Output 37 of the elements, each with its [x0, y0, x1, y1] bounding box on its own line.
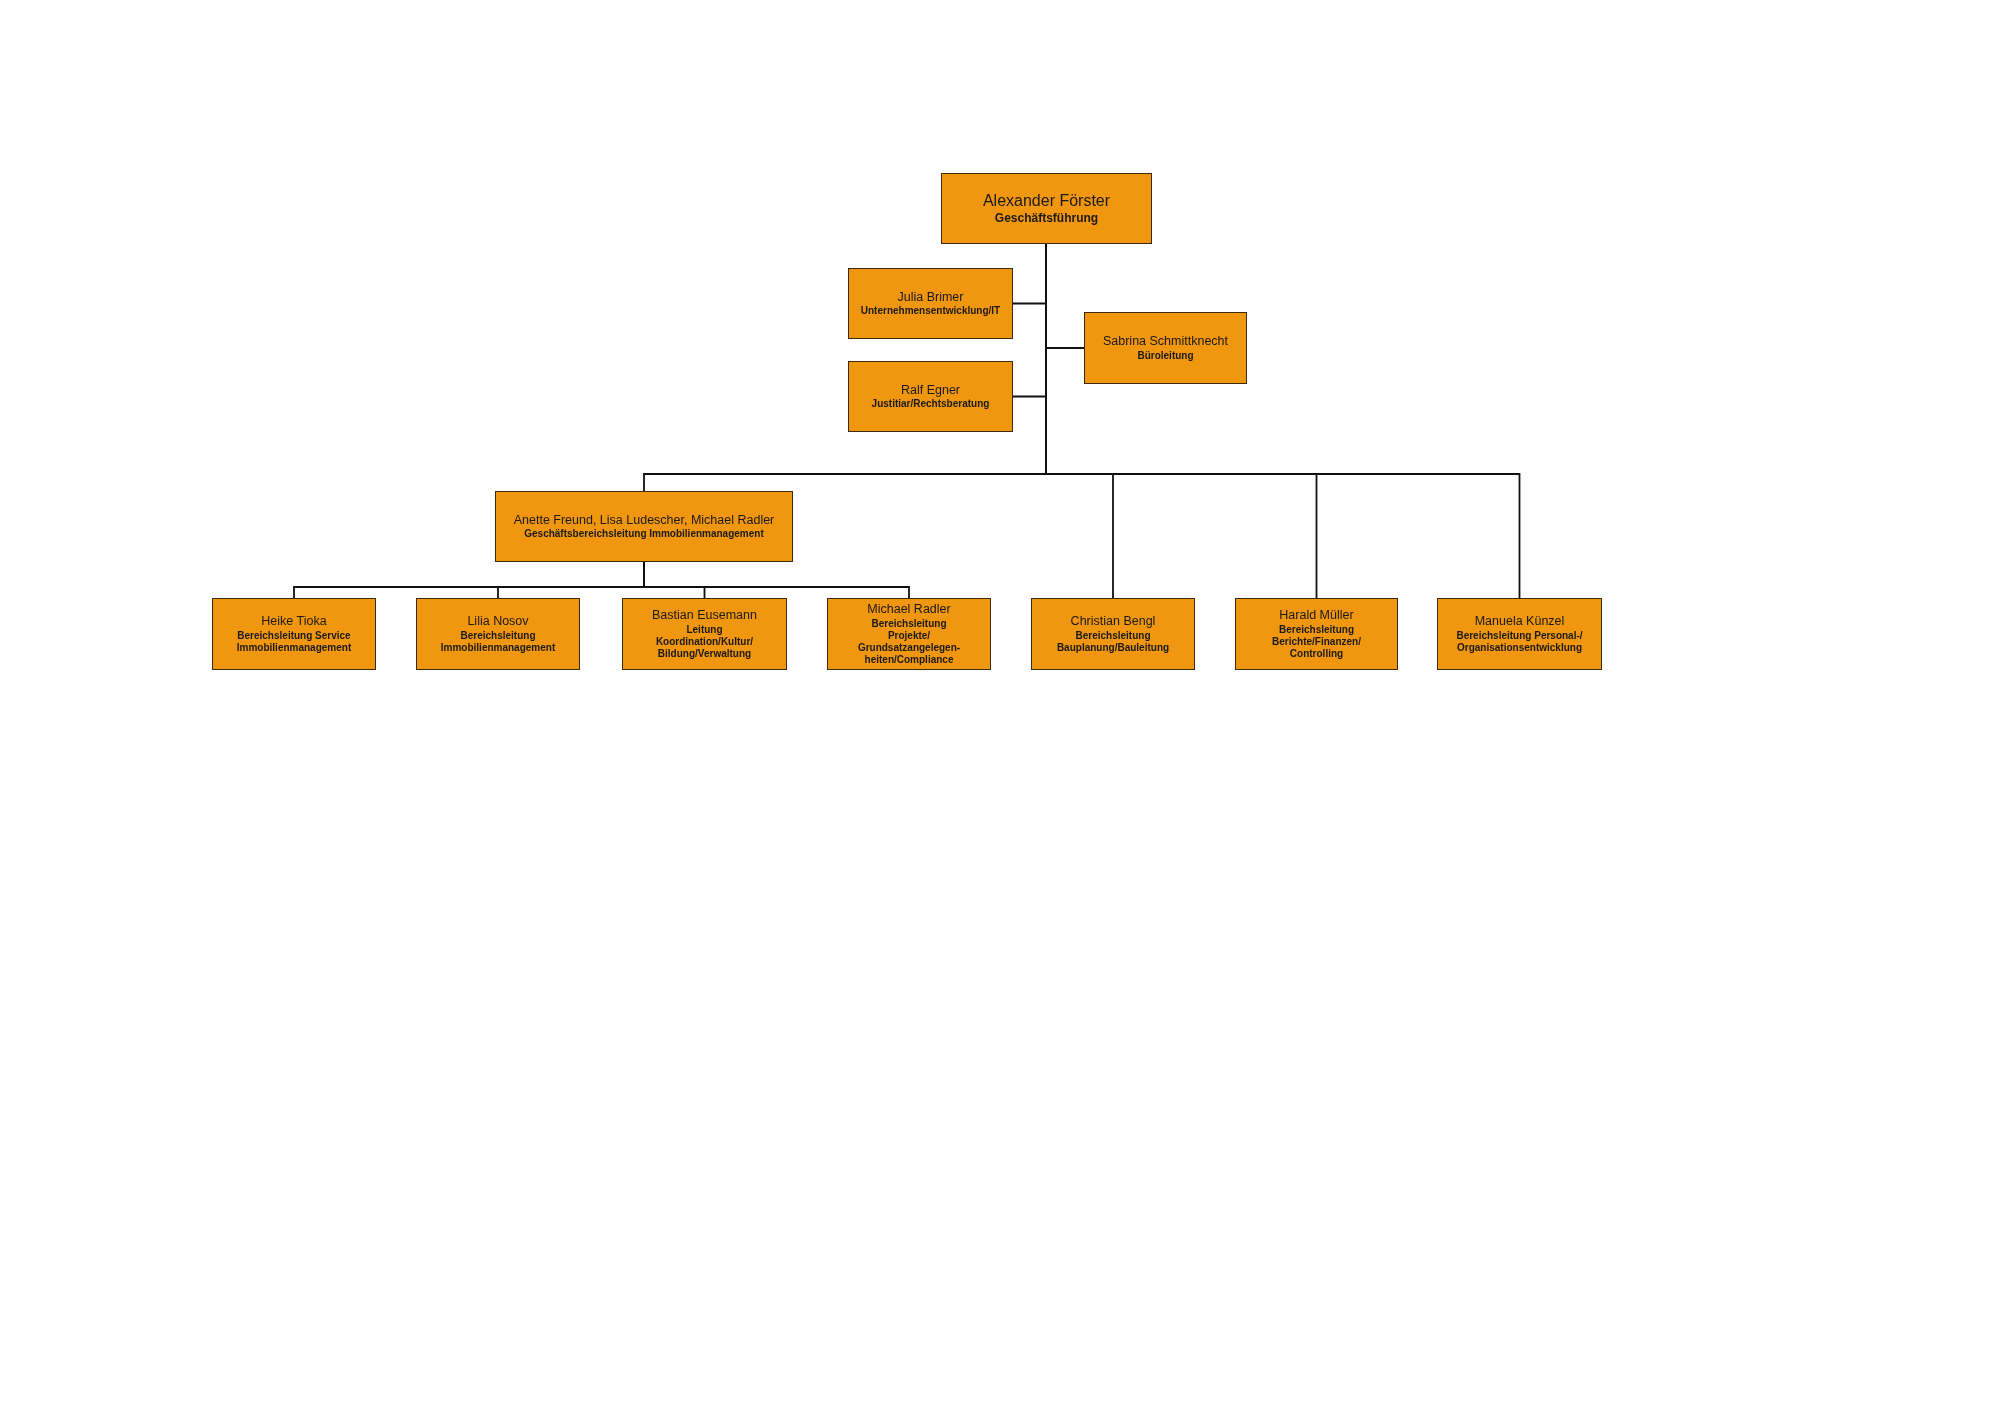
person-name: Harald Müller: [1279, 608, 1354, 624]
connector-line: [643, 561, 910, 599]
role-title: Büroleitung: [1137, 349, 1194, 362]
role-title: Bereichsleitung Service Immobilienmanagement: [235, 629, 353, 654]
person-name: Sabrina Schmittknecht: [1102, 334, 1229, 350]
org-box: [1031, 598, 1195, 670]
org-box: [1235, 598, 1398, 670]
role-title: Geschäftsbereichsleitung Immobilienmanagement: [524, 528, 764, 541]
org-box: [622, 598, 787, 670]
person-name: Lilia Nosov: [467, 614, 529, 630]
role-title: Bereichsleitung Personal-/ Organisationsentwicklung: [1455, 629, 1584, 654]
role-title: Bereichsleitung Bauplanung/Bauleitung: [1055, 629, 1171, 654]
org-box: [1084, 312, 1247, 384]
role-title: Bereichsleitung Projekte/ Grundsatzangelegen- heiten/Compliance: [856, 617, 962, 666]
person-name: Anette Freund, Lisa Ludescher, Michael Radler: [513, 512, 775, 529]
person-name: Christian Bengl: [1070, 614, 1156, 630]
org-box: [495, 491, 793, 562]
person-name: Manuela Künzel: [1474, 614, 1565, 630]
org-box: [416, 598, 580, 670]
person-name: Bastian Eusemann: [652, 608, 757, 624]
person-name: Alexander Förster: [982, 191, 1111, 212]
role-title: Leitung Koordination/Kultur/ Bildung/Verwaltung: [654, 623, 755, 660]
role-title: Bereichsleitung Immobilienmanagement: [439, 629, 557, 654]
person-name: Heike Tioka: [261, 614, 327, 630]
org-box: [1437, 598, 1602, 670]
org-box: [212, 598, 376, 670]
role-title: Bereichsleitung Berichte/Finanzen/ Controlling: [1271, 623, 1362, 660]
org-box: [941, 173, 1152, 244]
person-name: Michael Radler: [867, 602, 951, 618]
role-title: Unternehmensentwicklung/IT: [860, 305, 1001, 318]
org-box: [848, 268, 1013, 339]
role-title: Geschäftsführung: [994, 211, 1099, 226]
person-name: Ralf Egner: [900, 382, 961, 399]
role-title: Justitiar/Rechtsberatung: [871, 398, 990, 411]
org-box: [848, 361, 1013, 432]
org-box: [827, 598, 991, 670]
person-name: Julia Brimer: [897, 289, 964, 306]
